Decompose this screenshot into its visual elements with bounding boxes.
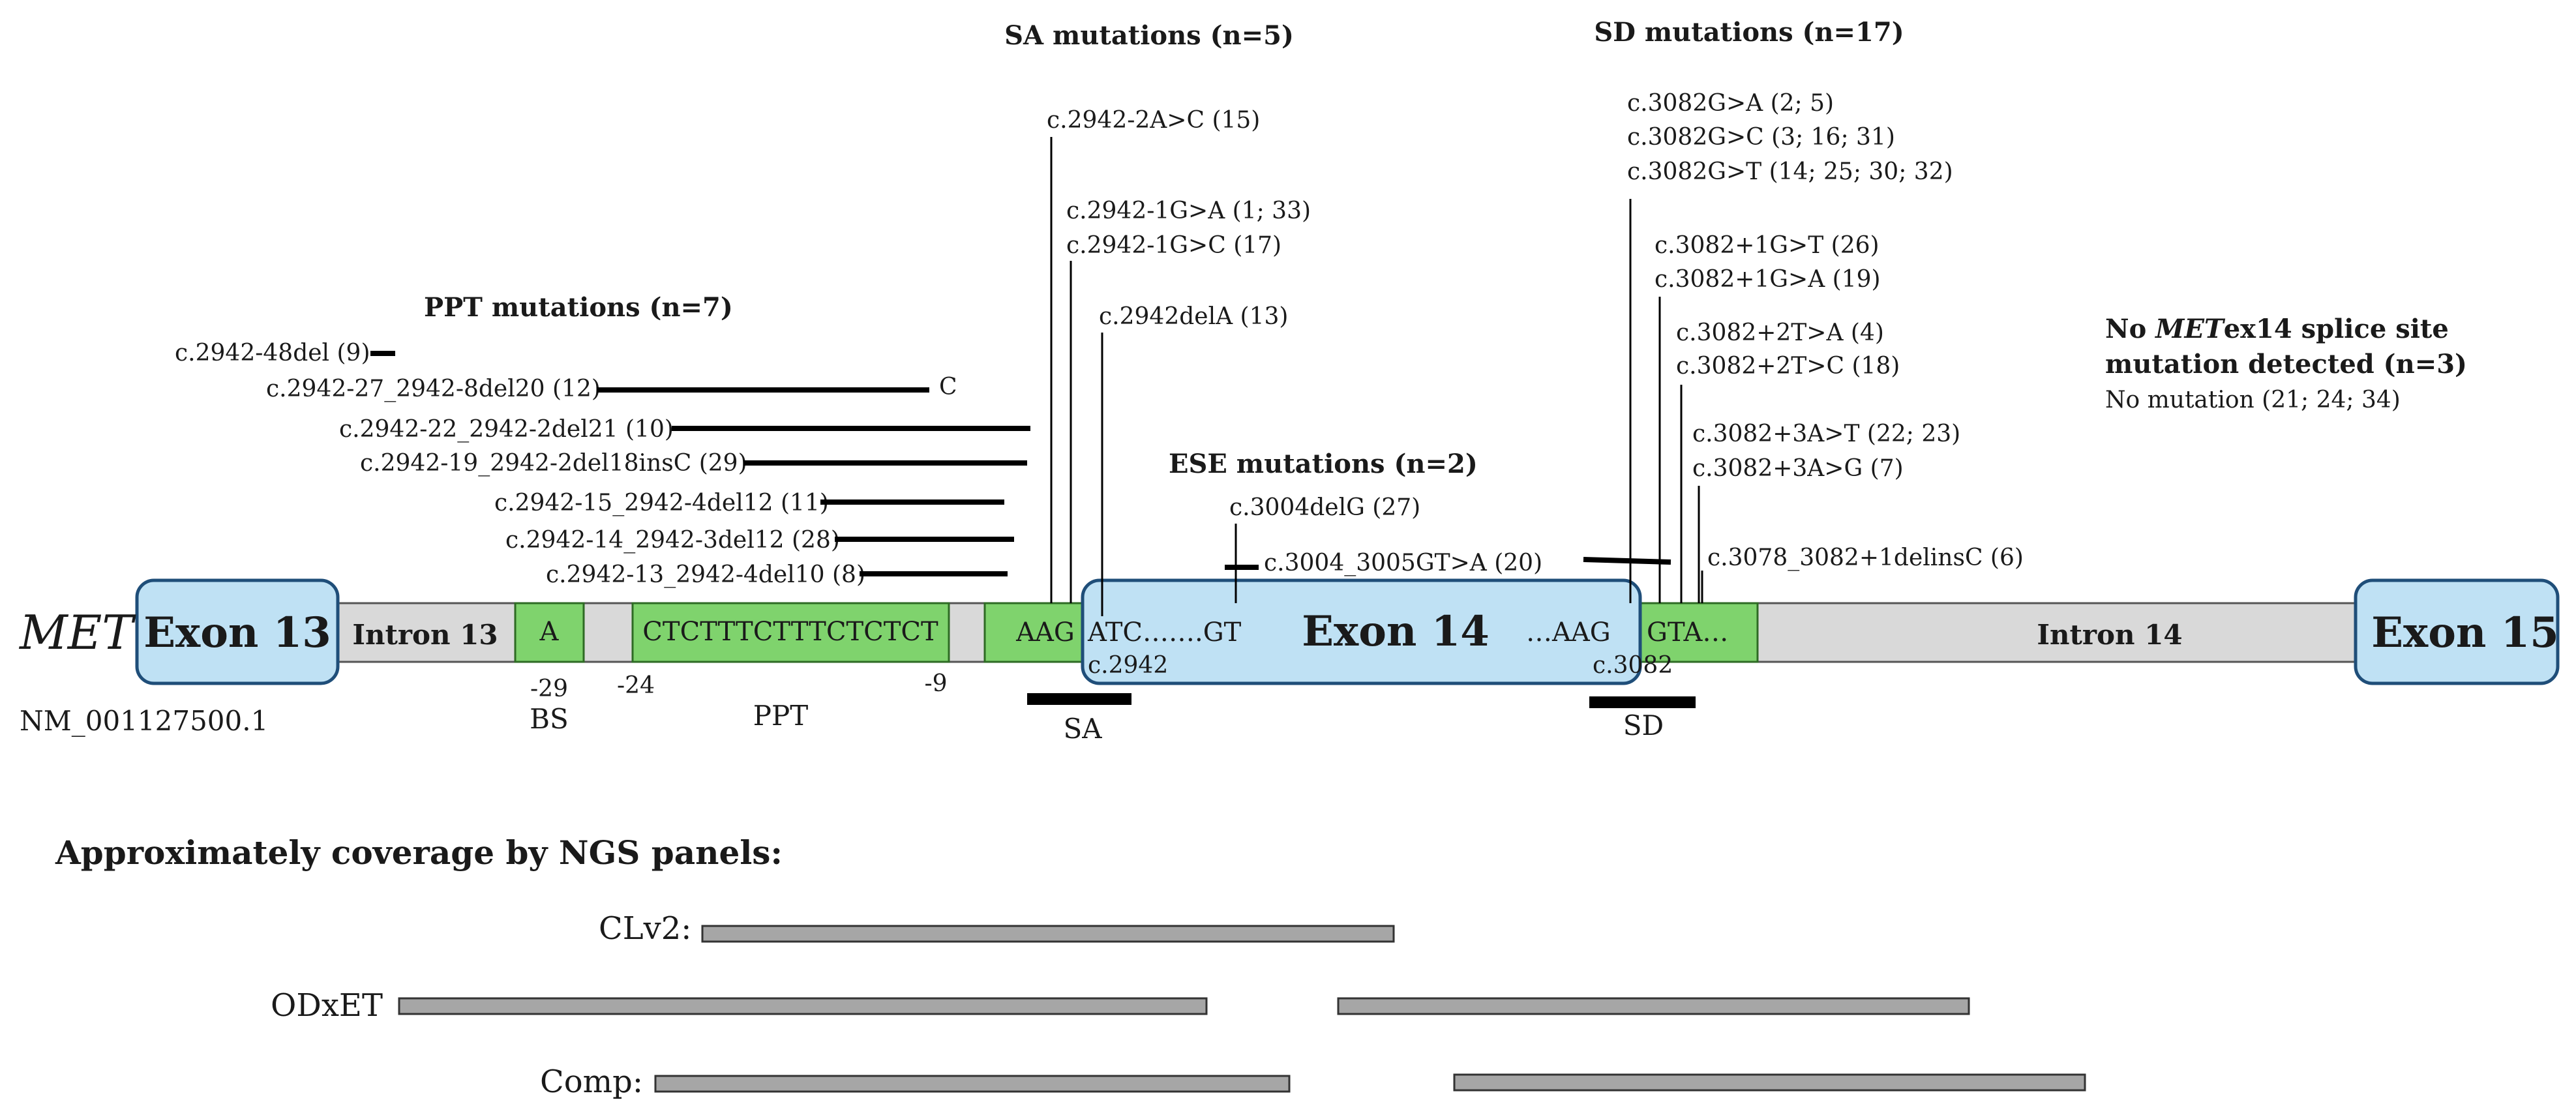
exon-13-label: Exon 13 [143,608,331,657]
sa-mutation-label: c.2942-1G>C (17) [1066,232,1281,259]
ppt-mutation-label: c.2942-15_2942-4del12 (11) [494,490,829,516]
sd-mutation-label: c.3082G>T (14; 25; 30; 32) [1627,158,1953,185]
position-minus-9: -9 [924,670,947,697]
exon-15-label: Exon 15 [2371,608,2559,657]
sd-mutation-label: c.3082G>C (3; 16; 31) [1627,124,1895,151]
ppt-group-title: PPT mutations (n=7) [424,292,733,323]
sd-mutation-label: c.3078_3082+1delinsC (6) [1707,544,2024,571]
sa-mutation-group: SA mutations (n=5) c.2942-2A>C (15) c.29… [1004,20,1311,616]
position-minus-29: -29 [530,676,568,702]
ngs-coverage-section: Approximately coverage by NGS panels: CL… [55,833,2086,1100]
sd-deletion-bar [1583,557,1671,565]
position-c3082: c.3082 [1593,652,1673,679]
sa-mutation-label: c.2942-2A>C (15) [1047,107,1260,134]
sd-mutation-group: SD mutations (n=17) c.3082G>A (2; 5) c.3… [1583,17,2024,603]
no-mutation-group: No METex14 splice site mutation detected… [2105,314,2467,413]
ppt-mutation-label: c.2942-14_2942-3del12 (28) [505,527,840,554]
ese-group-title: ESE mutations (n=2) [1169,449,1478,479]
sd-mutation-label: c.3082+1G>A (19) [1655,266,1881,293]
position-c2942: c.2942 [1088,652,1168,679]
exon-14-start-seq: ATC…….GT [1087,618,1242,648]
sd-mutation-label: c.3082+2T>A (4) [1676,320,1884,346]
sa-mutation-label: c.2942-1G>A (1; 33) [1066,198,1311,224]
intron-13-label: Intron 13 [352,619,498,651]
panel-odxet-coverage-bar [1337,997,1970,1015]
intron-14-box [1753,602,2359,663]
panel-comp-coverage-bar [654,1075,1291,1093]
sa-mutation-label: c.2942delA (13) [1099,303,1288,330]
no-mutation-title: No METex14 splice site [2105,314,2449,344]
sd-mutation-label: c.3082+3A>G (7) [1692,455,1904,482]
branch-site-seq: A [539,617,560,647]
exon-13-box [135,578,340,685]
ppt-box [631,602,950,663]
coverage-title: Approximately coverage by NGS panels: [55,833,783,872]
ese-mutation-group: ESE mutations (n=2) c.3004delG (27) c.30… [1169,449,1542,603]
branch-site-label: BS [530,703,569,735]
splice-acceptor-label: SA [1063,713,1102,745]
ppt-mutation-label: c.2942-48del (9) [175,340,370,366]
splice-donor-label: SD [1623,709,1664,741]
panel-label-comp: Comp: [540,1064,643,1100]
panel-clv2-coverage-bar [701,925,1395,943]
ppt-label: PPT [753,700,809,732]
no-mutation-detail: No mutation (21; 24; 34) [2105,387,2401,413]
sd-group-title: SD mutations (n=17) [1594,17,1904,48]
splice-acceptor-seq: AAG [1015,618,1075,648]
branch-site-box [514,602,585,663]
gene-structure: MET NM_001127500.1 Exon 13 Intron 13 A C… [18,578,2560,745]
sd-mutation-label: c.3082+1G>T (26) [1655,232,1880,259]
ese-mutation-label: c.3004_3005GT>A (20) [1264,550,1542,576]
no-mutation-title-line2: mutation detected (n=3) [2105,349,2467,380]
ese-mutation-label: c.3004delG (27) [1229,494,1420,521]
exon-15-box [2354,578,2560,685]
splice-acceptor-box [983,602,1090,663]
ppt-seq: CTCTTTCTTTCTCTCT [642,617,938,647]
exon-14-label: Exon 14 [1302,607,1490,656]
panel-odxet-coverage-bar [398,997,1208,1015]
exon-14-box [1081,578,1642,685]
ppt-mutation-label: c.2942-27_2942-8del20 (12) [266,376,601,402]
sa-group-title: SA mutations (n=5) [1004,20,1294,51]
gene-name: MET [18,605,136,660]
panel-label-odxet: ODxET [271,987,383,1024]
ppt-mutation-label: c.2942-22_2942-2del21 (10) [339,416,674,443]
ppt-mutation-label: c.2942-19_2942-2del18insC (29) [360,450,747,477]
ppt-insertion-label: C [939,374,957,400]
panel-comp-coverage-bar [1453,1073,2086,1092]
position-minus-24: -24 [617,672,655,699]
panel-label-clv2: CLv2: [599,910,691,947]
splice-donor-seq: GTA… [1647,618,1728,648]
sd-mutation-label: c.3082+3A>T (22; 23) [1692,421,1960,447]
sd-mutation-label: c.3082G>A (2; 5) [1627,90,1834,117]
transcript-id: NM_001127500.1 [20,705,268,737]
ppt-mutation-label: c.2942-13_2942-4del10 (8) [546,561,865,588]
ppt-mutation-group: PPT mutations (n=7) c.2942-48del (9) c.2… [175,292,1030,588]
sd-mutation-label: c.3082+2T>C (18) [1676,353,1900,380]
intron-14-label: Intron 14 [2037,619,2182,651]
exon-14-end-seq: …AAG [1526,618,1611,648]
